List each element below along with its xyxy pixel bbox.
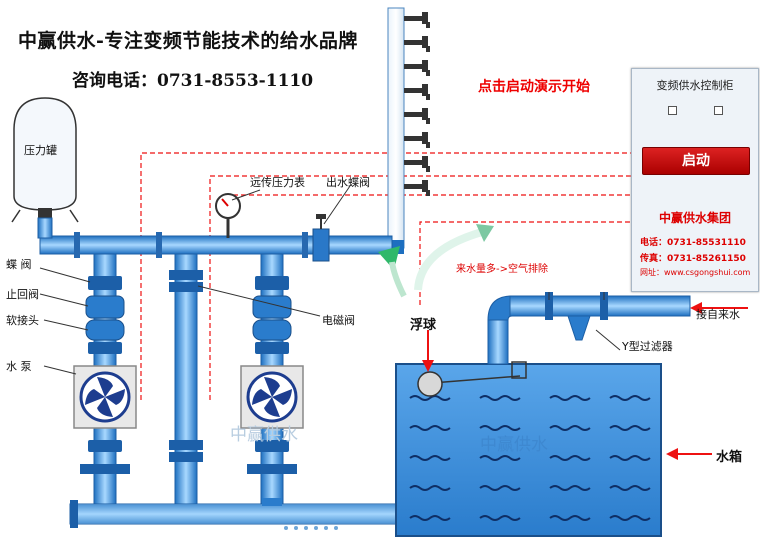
watermark-tank: 中赢供水 xyxy=(480,435,548,455)
control-cabinet: 变频供水控制柜 启动 中赢供水集团 电话：0731-85531110 传真：07… xyxy=(631,68,759,292)
remote-pressure-gauge xyxy=(215,193,241,238)
phone-number: 电话：0731-85531110 xyxy=(640,238,746,248)
cabinet-title: 变频供水控制柜 xyxy=(656,79,734,92)
watermark-pump-area: 中赢供水 xyxy=(230,425,298,445)
outlet-taps xyxy=(404,12,430,196)
leader-lines xyxy=(39,185,621,375)
label-soft-joint: 软接头 xyxy=(6,314,39,327)
air-exhaust-note: 来水量多->空气排除 xyxy=(456,264,548,275)
outlet-butterfly-valve xyxy=(312,214,330,262)
consult-hotline: 咨询电话：0731-8553-1110 xyxy=(72,71,314,91)
flow-arrows xyxy=(422,302,748,460)
label-inlet: 接自来水 xyxy=(696,308,740,321)
pressure-tank xyxy=(11,97,79,239)
label-solenoid-valve: 电磁阀 xyxy=(322,314,355,327)
fax-number: 传真：0731-85261150 xyxy=(640,254,746,264)
label-outlet-valve: 出水蝶阀 xyxy=(326,176,370,189)
company-name: 中赢供水集团 xyxy=(658,211,731,225)
label-pressure-tank: 压力罐 xyxy=(24,144,57,157)
header-flanges xyxy=(74,232,308,258)
brand-slogan: 中赢供水-专注变频节能技术的给水品牌 xyxy=(18,30,358,52)
label-butterfly-valve: 蝶 阀 xyxy=(6,258,32,271)
indicator-lamp-icon xyxy=(714,106,723,115)
air-exhaust-arrows xyxy=(378,224,494,298)
label-remote-gauge: 远传压力表 xyxy=(250,176,305,189)
label-water-pump: 水 泵 xyxy=(6,360,32,373)
suction-pipe xyxy=(69,498,401,530)
start-button[interactable]: 启动 xyxy=(642,147,750,175)
label-water-tank: 水箱 xyxy=(716,450,743,465)
label-float-ball: 浮球 xyxy=(410,318,437,333)
label-y-filter: Y型过滤器 xyxy=(622,340,673,353)
inlet-pipe xyxy=(487,292,691,365)
label-check-valve: 止回阀 xyxy=(6,288,39,301)
pump-branch-2 xyxy=(240,253,304,505)
water-tank xyxy=(395,363,662,537)
header-pipe xyxy=(39,235,393,255)
float-ball xyxy=(417,361,527,397)
website: 网址：www.csgongshui.com xyxy=(640,268,751,277)
control-signal-lines xyxy=(140,152,633,400)
pump-branch-1 xyxy=(73,253,137,505)
riser-pipe xyxy=(387,7,430,254)
indicator-lamp-icon xyxy=(668,106,677,115)
bypass-pipe xyxy=(169,253,203,505)
start-demo-hint: 点击启动演示开始 xyxy=(478,79,590,95)
